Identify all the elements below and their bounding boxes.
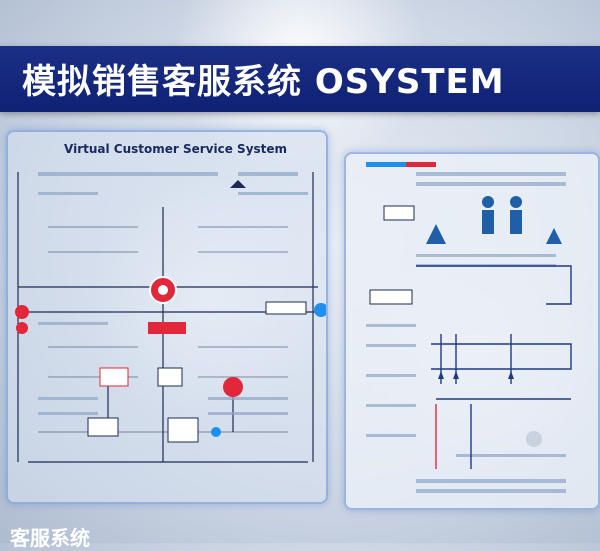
right-red-node <box>223 377 243 397</box>
device-icon <box>383 205 415 221</box>
text-placeholder <box>38 172 118 176</box>
text-placeholder <box>366 374 416 377</box>
arrow-icon <box>453 371 459 379</box>
text-placeholder <box>366 404 416 407</box>
footer-text: 客服系统 <box>10 526 90 550</box>
text-placeholder <box>416 172 566 176</box>
cloud-icon <box>526 431 542 447</box>
text-placeholder <box>208 412 288 415</box>
left-red-node <box>15 305 29 319</box>
text-placeholder <box>238 192 308 195</box>
central-node-core <box>158 285 168 295</box>
building-icon <box>426 224 446 244</box>
header-bar-blue <box>366 162 406 167</box>
text-placeholder <box>38 397 98 400</box>
flow-line <box>416 265 572 305</box>
text-placeholder <box>38 412 98 415</box>
text-placeholder <box>366 324 416 327</box>
text-placeholder <box>416 254 556 257</box>
left-panel-title: Virtual Customer Service System <box>64 142 288 156</box>
person-icon <box>510 196 522 208</box>
text-placeholder <box>238 172 298 176</box>
person-icon <box>482 210 494 234</box>
text-placeholder <box>366 344 416 347</box>
text-placeholder <box>38 322 108 325</box>
banner-title: 模拟销售客服系统 OSYSTEM <box>22 62 505 102</box>
header-bar-red <box>406 162 436 167</box>
blue-node <box>211 427 221 437</box>
node-box <box>157 367 183 387</box>
person-icon <box>230 180 246 188</box>
red-label-box <box>148 322 186 334</box>
right-flow-diagram <box>366 162 572 493</box>
label-box <box>369 289 413 305</box>
text-placeholder <box>38 192 98 195</box>
person-icon <box>482 196 494 208</box>
title-banner: 模拟销售客服系统 OSYSTEM <box>0 46 600 112</box>
right-diagram-panel <box>344 152 600 510</box>
arrow-icon <box>438 371 444 379</box>
left-flow-diagram <box>15 172 326 463</box>
person-icon <box>510 210 522 234</box>
right-blue-node <box>314 303 326 317</box>
text-placeholder <box>118 172 218 176</box>
node-box <box>87 417 119 437</box>
node-box <box>265 301 307 315</box>
flow-line <box>431 343 572 370</box>
red-label-box <box>99 367 129 387</box>
left-red-node <box>16 322 28 334</box>
building-icon <box>546 228 562 244</box>
text-placeholder <box>366 434 416 437</box>
text-placeholder <box>208 397 288 400</box>
text-placeholder <box>416 182 566 186</box>
arrow-icon <box>508 371 514 379</box>
node-box <box>167 417 199 443</box>
left-diagram-panel: Virtual Customer Service System <box>6 130 328 504</box>
text-placeholder <box>456 454 566 457</box>
text-placeholder <box>416 479 566 483</box>
text-placeholder <box>416 489 566 493</box>
